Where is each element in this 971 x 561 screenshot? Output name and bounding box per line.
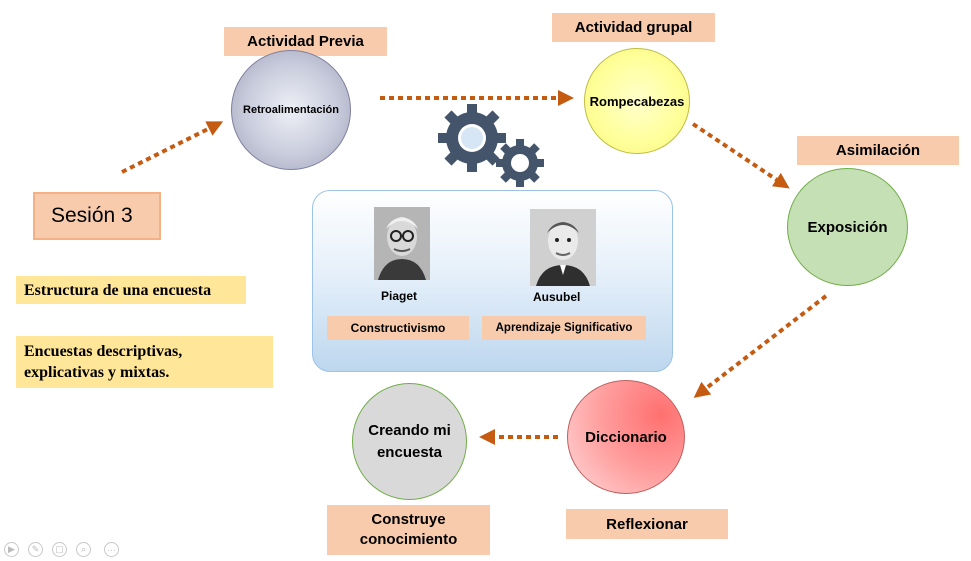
more-icon[interactable]: ···: [104, 542, 119, 557]
name-piaget: Piaget: [381, 289, 418, 303]
circle-rompecabezas: Rompecabezas: [584, 48, 690, 154]
copy-icon[interactable]: ▢: [52, 542, 67, 557]
circle-label: Creando mi encuesta: [368, 421, 451, 461]
label-construye: Construye conocimiento: [327, 505, 490, 555]
arrow-session-to-retro: [121, 121, 224, 174]
portrait-piaget: [374, 207, 430, 280]
note-encuestas: Encuestas descriptivas, explicativas y m…: [16, 336, 273, 388]
circle-label: Retroalimentación: [243, 104, 339, 116]
arrow-rompe-to-expo: [691, 122, 790, 189]
circle-creando: Creando mi encuesta: [352, 383, 467, 500]
zoom-icon[interactable]: ⌕: [76, 542, 91, 557]
circle-label: Rompecabezas: [589, 93, 685, 109]
note-estructura: Estructura de una encuesta: [16, 276, 246, 304]
theory-panel: [312, 190, 673, 372]
gear-icon: [438, 104, 544, 187]
circle-label: Diccionario: [585, 428, 667, 446]
label-asimilacion: Asimilación: [797, 136, 959, 165]
ausubel-face-icon: [530, 209, 596, 286]
label-constructivismo: Constructivismo: [327, 316, 469, 340]
circle-diccionario: Diccionario: [567, 380, 685, 494]
label-reflexionar: Reflexionar: [566, 509, 728, 539]
play-icon[interactable]: ▶: [4, 542, 19, 557]
circle-exposicion: Exposición: [787, 168, 908, 286]
label-actividad-grupal: Actividad grupal: [552, 13, 715, 42]
pen-icon[interactable]: ✎: [28, 542, 43, 557]
piaget-face-icon: [374, 207, 430, 280]
circle-retroalimentacion: Retroalimentación: [231, 50, 351, 170]
name-ausubel: Ausubel: [533, 290, 581, 304]
portrait-ausubel: [530, 209, 596, 286]
label-aprendizaje: Aprendizaje Significativo: [482, 316, 646, 340]
circle-label: Exposición: [807, 218, 888, 236]
arrow-expo-to-dicc: [693, 294, 828, 398]
session-title: Sesión 3: [33, 192, 161, 240]
session-title-text: Sesión 3: [51, 204, 133, 227]
